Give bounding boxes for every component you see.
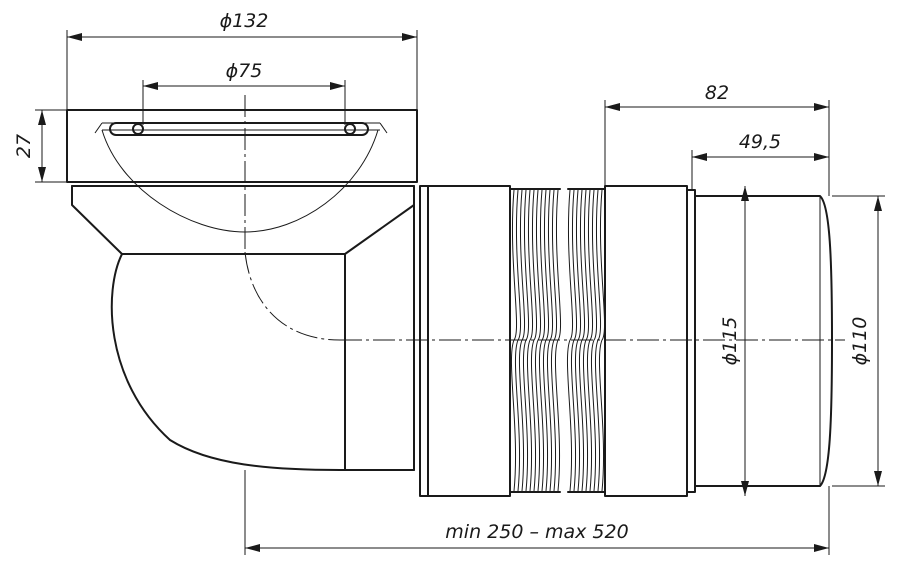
arrow — [605, 103, 620, 111]
arrow — [814, 544, 829, 552]
bend-axis — [244, 251, 341, 341]
elbow-curve — [110, 253, 341, 471]
taper-section — [71, 185, 415, 255]
seal-hole-left — [132, 123, 144, 135]
center-lines — [244, 95, 845, 341]
dimension-labels: ϕ132 ϕ75 27 82 49,5 ϕ115 ϕ110 min 250 – … — [13, 10, 871, 543]
outlet-spigot — [694, 195, 833, 487]
label-flange-diameter: ϕ132 — [220, 10, 269, 32]
label-flange-height: 27 — [13, 134, 35, 158]
collar-ring — [419, 185, 429, 497]
rim-bevel-left — [94, 122, 103, 134]
label-inner-diameter: ϕ75 — [226, 60, 263, 82]
arrow — [330, 82, 345, 90]
socket-sleeve — [427, 185, 511, 497]
outlet-coupling — [604, 185, 688, 497]
corrugation-rib — [590, 189, 598, 492]
corrugated-hose — [419, 185, 833, 497]
arrow — [402, 33, 417, 41]
seal-hole-right — [344, 123, 356, 135]
label-right-length: 82 — [705, 82, 729, 104]
seal-groove — [109, 122, 369, 136]
arrow — [741, 481, 749, 496]
arrow — [245, 544, 260, 552]
arrow — [67, 33, 82, 41]
label-total-length: min 250 – max 520 — [445, 521, 628, 543]
arrow — [143, 82, 158, 90]
label-outer-diameter: ϕ115 — [719, 317, 741, 366]
elbow-body — [66, 109, 418, 471]
dimension-lines — [35, 30, 885, 555]
corrugation-rib — [566, 189, 574, 492]
rim-bevel-right — [379, 122, 388, 134]
outlet-collar — [686, 189, 696, 493]
label-end-length: 49,5 — [739, 131, 781, 153]
arrow — [874, 196, 882, 211]
arrow — [814, 103, 829, 111]
arrow — [38, 167, 46, 182]
arrow — [38, 110, 46, 125]
corrugation-rib — [598, 189, 606, 492]
arrow — [874, 471, 882, 486]
arrow — [741, 186, 749, 201]
arrow — [692, 153, 707, 161]
label-outlet-diameter: ϕ110 — [849, 317, 871, 366]
corrugation-rib — [526, 189, 534, 492]
arrow — [814, 153, 829, 161]
top-flange — [66, 109, 418, 183]
